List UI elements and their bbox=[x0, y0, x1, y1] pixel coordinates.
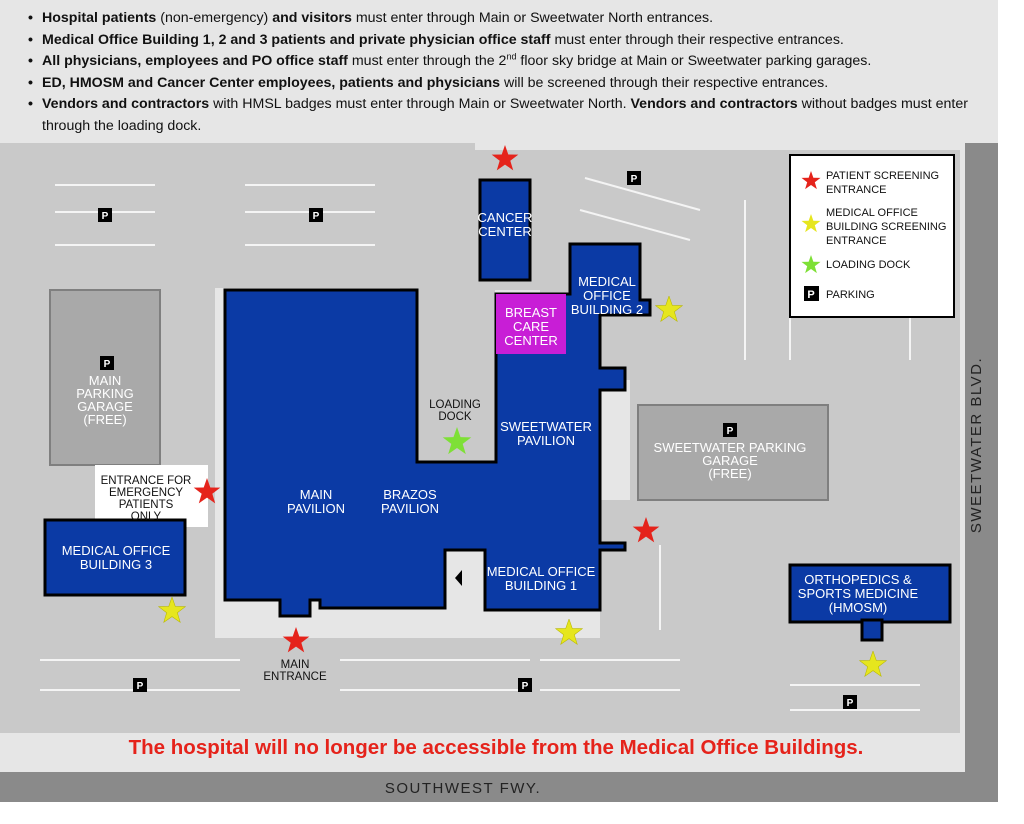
notice-list: Hospital patients (non-emergency) and vi… bbox=[0, 0, 998, 137]
parking-icon: P bbox=[133, 678, 147, 692]
notice-item: Hospital patients (non-emergency) and vi… bbox=[28, 8, 998, 30]
notice-item: Medical Office Building 1, 2 and 3 patie… bbox=[28, 30, 998, 52]
svg-text:LOADING DOCK: LOADING DOCK bbox=[826, 259, 911, 271]
parking-icon: P bbox=[98, 208, 112, 222]
svg-text:P: P bbox=[313, 211, 320, 222]
svg-text:P: P bbox=[727, 426, 734, 437]
accessibility-warning: The hospital will no longer be accessibl… bbox=[128, 736, 864, 759]
label-sweetwater-blvd: SWEETWATER BLVD. bbox=[968, 357, 985, 533]
label-southwest-fwy: SOUTHWEST FWY. bbox=[385, 780, 541, 797]
parking-icon: P bbox=[843, 695, 857, 709]
cancer-center-building bbox=[478, 178, 532, 282]
main-parking-garage bbox=[49, 289, 161, 466]
svg-text:P: P bbox=[522, 681, 529, 692]
parking-icon: P bbox=[723, 423, 737, 437]
svg-text:PARKING: PARKING bbox=[826, 289, 875, 301]
parking-icon: P bbox=[309, 208, 323, 222]
hmosm-building bbox=[788, 563, 952, 624]
parking-icon: P bbox=[518, 678, 532, 692]
sweetwater-blvd-road bbox=[965, 143, 998, 778]
svg-text:P: P bbox=[631, 174, 638, 185]
breast-care-center-building bbox=[496, 294, 566, 354]
svg-text:P: P bbox=[137, 681, 144, 692]
parking-icon: P bbox=[627, 171, 641, 185]
notice-item: Vendors and contractors with HMSL badges… bbox=[28, 94, 998, 137]
label-hmosm: ORTHOPEDICS &SPORTS MEDICINE(HMOSM) bbox=[798, 572, 919, 615]
southwest-fwy-road bbox=[0, 772, 998, 802]
notice-panel: Hospital patients (non-emergency) and vi… bbox=[0, 0, 998, 138]
svg-text:P: P bbox=[102, 211, 109, 222]
svg-text:P: P bbox=[847, 698, 854, 709]
hmosm-entrance-annex bbox=[860, 618, 884, 642]
entrance-arrow bbox=[455, 570, 462, 586]
legend-parking-icon bbox=[804, 286, 819, 301]
notice-item: All physicians, employees and PO office … bbox=[28, 51, 998, 73]
mob3-building bbox=[43, 518, 187, 597]
svg-text:P: P bbox=[807, 289, 814, 301]
svg-text:P: P bbox=[104, 359, 111, 370]
sweetwater-parking-garage bbox=[637, 404, 829, 501]
parking-icon: P bbox=[100, 356, 114, 370]
notice-item: ED, HMOSM and Cancer Center employees, p… bbox=[28, 73, 998, 95]
emergency-label-box bbox=[95, 465, 208, 527]
parking-markers: P P P P P P P P bbox=[98, 171, 857, 709]
